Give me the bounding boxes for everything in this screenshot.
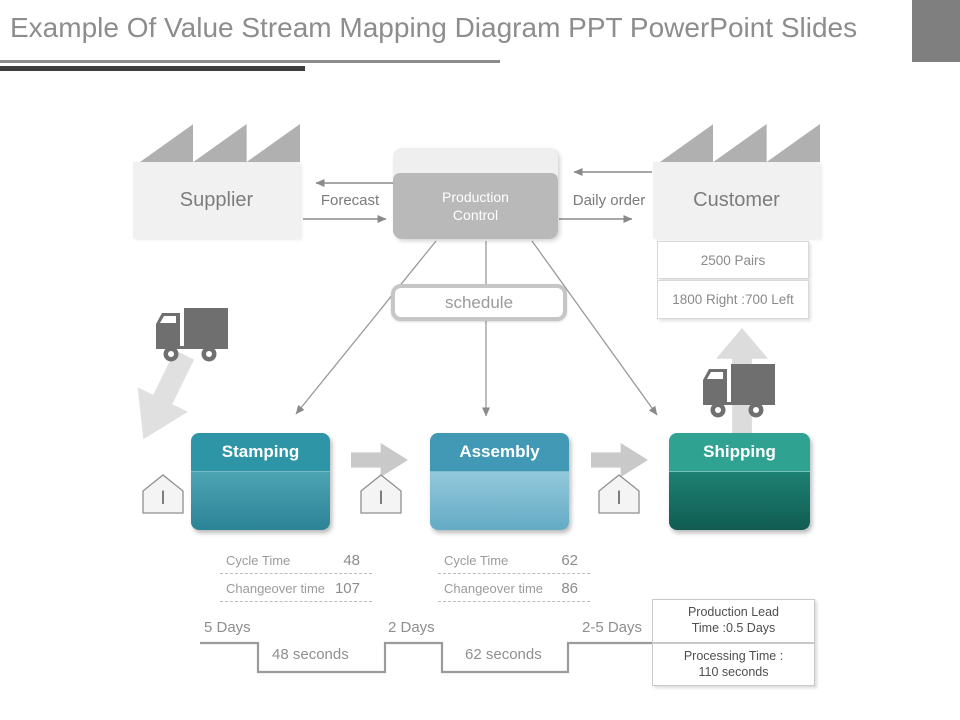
assembly-metrics-table: Cycle Time 62 Changeover time 86	[438, 550, 590, 606]
process-assembly-body	[430, 472, 569, 530]
lead-time-ladder-line	[200, 641, 652, 674]
production-control-box: Production Control	[393, 148, 558, 239]
metric-label: Cycle Time	[444, 553, 509, 568]
process-stamping-box: Stamping	[191, 433, 330, 530]
inventory-icon: I	[360, 474, 402, 514]
metric-label: Cycle Time	[226, 553, 291, 568]
supplier-box: Supplier	[133, 162, 300, 238]
table-row: Cycle Time 62	[438, 550, 590, 574]
corner-accent-square	[912, 0, 960, 62]
inventory-symbol: I	[378, 488, 383, 509]
metric-label: Changeover time	[226, 581, 325, 596]
metric-value: 107	[334, 580, 360, 597]
daily-order-label: Daily order	[572, 192, 646, 209]
production-lead-time-box: Production Lead Time :0.5 Days	[652, 599, 815, 643]
process-shipping-box: Shipping	[669, 433, 810, 530]
supplier-label: Supplier	[179, 188, 254, 211]
process-stamping-body	[191, 472, 330, 530]
schedule-box: schedule	[391, 284, 567, 321]
timeline-process-label: 48 seconds	[272, 646, 349, 663]
process-assembly-box: Assembly	[430, 433, 569, 530]
customer-box: Customer	[653, 162, 820, 238]
slide-title: Example Of Value Stream Mapping Diagram …	[10, 12, 858, 43]
inbound-truck-icon	[156, 308, 228, 362]
split-info-box: 1800 Right :700 Left	[657, 280, 809, 319]
pairs-info-box: 2500 Pairs	[657, 241, 809, 279]
metric-value: 48	[343, 552, 360, 569]
forecast-label: Forecast	[320, 192, 380, 209]
title-underline-thick	[0, 66, 305, 71]
inventory-icon: I	[598, 474, 640, 514]
inventory-icon: I	[142, 474, 184, 514]
inventory-symbol: I	[616, 488, 621, 509]
timeline-process-label: 62 seconds	[465, 646, 542, 663]
metric-value: 62	[561, 552, 578, 569]
stamping-metrics-table: Cycle Time 48 Changeover time 107	[220, 550, 372, 606]
supplier-factory-roof-icon	[140, 124, 300, 162]
process-shipping-label: Shipping	[669, 433, 810, 472]
pc-to-stamping-arrow	[295, 240, 437, 415]
timeline-wait-label: 2 Days	[388, 619, 435, 636]
metric-value: 86	[561, 580, 578, 597]
production-control-label: Production Control	[393, 173, 558, 239]
timeline-wait-label: 5 Days	[204, 619, 251, 636]
title-underline-thin	[0, 60, 500, 63]
timeline-wait-label: 2-5 Days	[582, 619, 643, 636]
processing-time-box: Processing Time : 110 seconds	[652, 643, 815, 686]
outbound-truck-icon	[703, 364, 775, 418]
customer-label: Customer	[693, 188, 780, 211]
table-row: Changeover time 86	[438, 578, 590, 602]
customer-factory-roof-icon	[660, 124, 820, 162]
pc-to-shipping-arrow	[531, 240, 658, 416]
inventory-symbol: I	[160, 488, 165, 509]
process-shipping-body	[669, 472, 810, 530]
process-stamping-label: Stamping	[191, 433, 330, 472]
table-row: Cycle Time 48	[220, 550, 372, 574]
metric-label: Changeover time	[444, 581, 543, 596]
process-assembly-label: Assembly	[430, 433, 569, 472]
table-row: Changeover time 107	[220, 578, 372, 602]
